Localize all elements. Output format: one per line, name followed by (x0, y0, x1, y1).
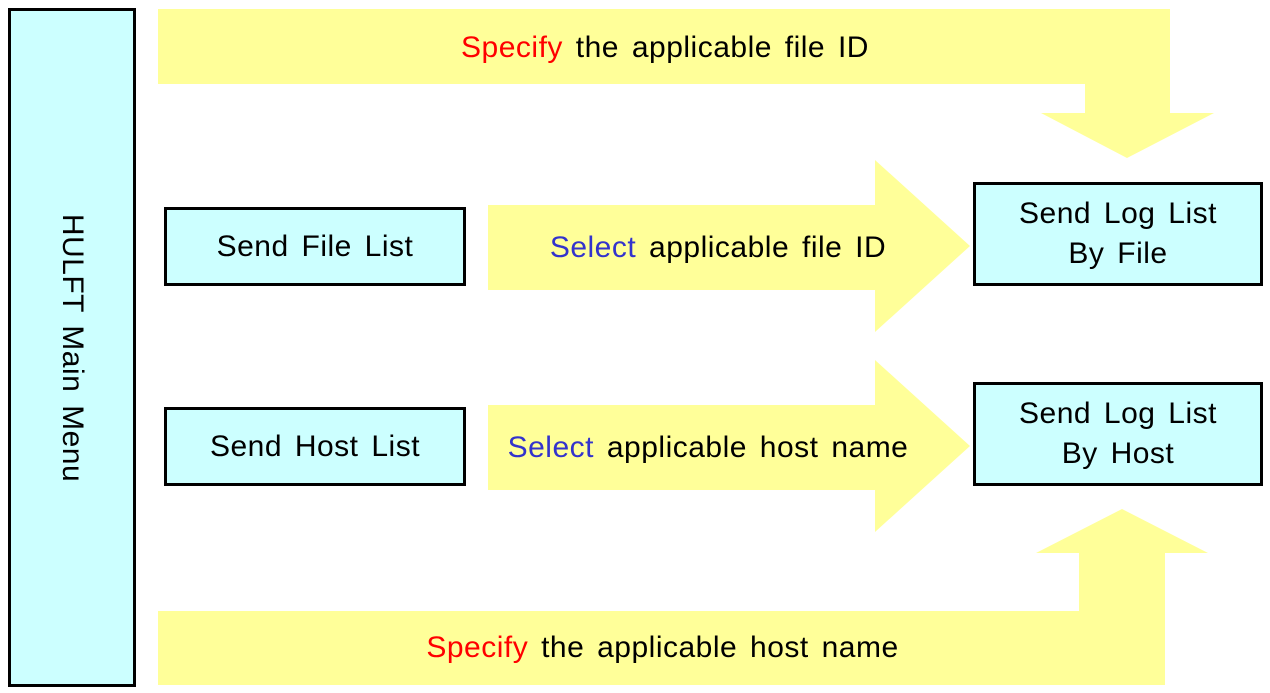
specify-keyword: Specify (461, 31, 563, 64)
specify-file-id-text: the applicable file ID (575, 31, 869, 64)
select-file-id-text: applicable file ID (649, 231, 887, 264)
specify-host-name-arrow (158, 509, 1208, 685)
send-host-list-label: Send Host List (209, 429, 421, 463)
log-by-file-line2: By File (1068, 237, 1168, 270)
select-host-name-arrow (488, 360, 970, 532)
log-by-host-line1: Send Log List (1019, 397, 1217, 430)
specify-host-name-label: Specify the applicable host name (160, 630, 1165, 666)
log-by-host-line2: By Host (1061, 437, 1175, 470)
select-keyword: Select (507, 431, 594, 464)
select-host-name-label: Select applicable host name (488, 430, 928, 466)
select-host-name-text: applicable host name (606, 431, 909, 464)
select-file-id-arrow (488, 160, 970, 332)
send-log-list-by-host-box: Send Log List By Host (973, 382, 1263, 486)
specify-host-name-text: the applicable host name (541, 631, 899, 664)
send-log-list-by-file-box: Send Log List By File (973, 182, 1263, 286)
select-keyword: Select (549, 231, 637, 264)
send-file-list-label: Send File List (216, 229, 414, 263)
select-file-id-label: Select applicable file ID (488, 230, 948, 266)
log-by-file-line1: Send Log List (1019, 197, 1217, 230)
send-host-list-box: Send Host List (164, 407, 466, 486)
specify-file-id-arrow (158, 9, 1214, 158)
main-menu-label: HULFT Main Menu (56, 213, 89, 482)
hulft-main-menu-box: HULFT Main Menu (8, 8, 136, 687)
specify-file-id-label: Specify the applicable file ID (160, 30, 1170, 66)
specify-keyword: Specify (426, 631, 529, 664)
send-file-list-box: Send File List (164, 207, 466, 286)
